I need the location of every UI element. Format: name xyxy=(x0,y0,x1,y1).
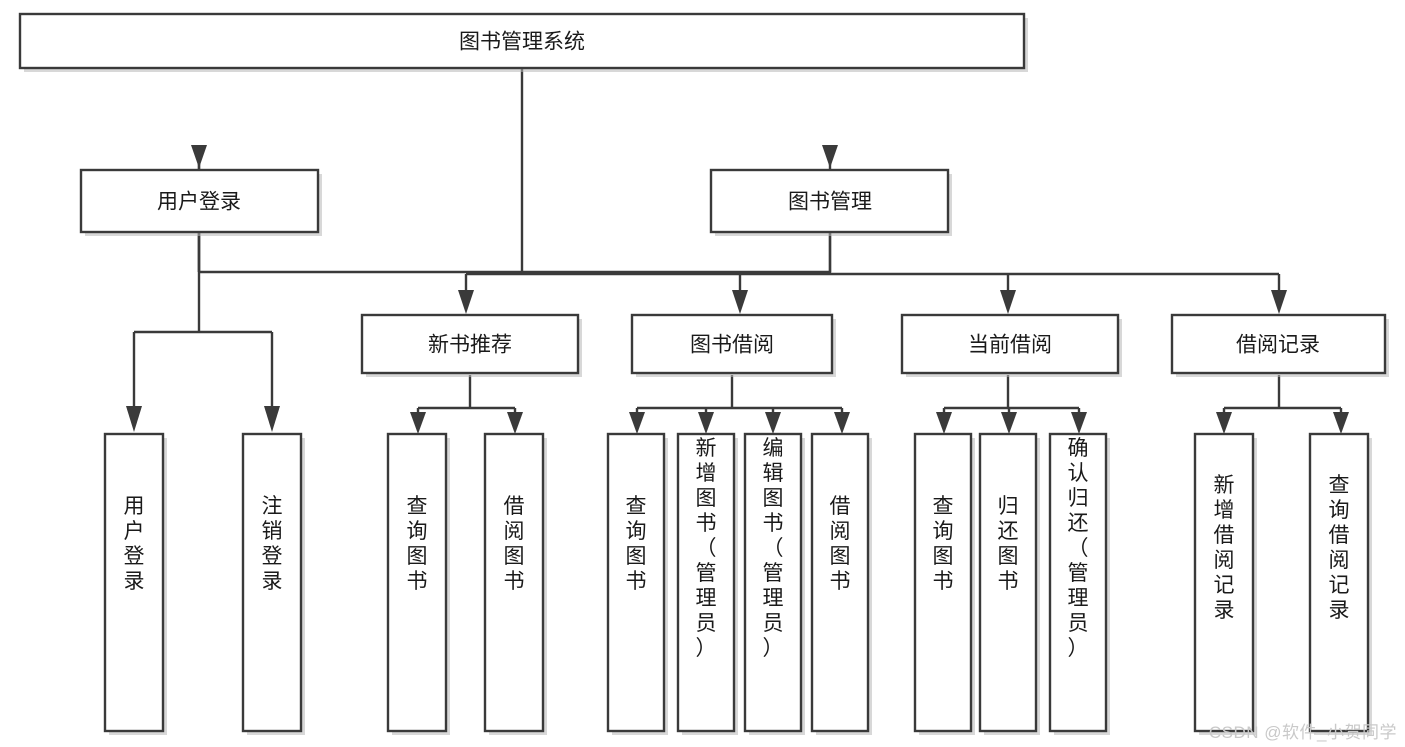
node-leaf-borrow-book-1[interactable]: 借阅图书 xyxy=(483,432,547,735)
node-new-book-recommend[interactable]: 新书推荐 xyxy=(360,313,582,377)
node-user-login-rect xyxy=(79,168,320,234)
connector-group-current-borrow xyxy=(936,375,1087,434)
node-leaf-query-book-2-rect xyxy=(606,432,666,733)
node-leaf-add-book-rect xyxy=(676,432,736,733)
arrow-head-leaf-add-record xyxy=(1216,412,1232,434)
arrow-head-leaf-borrow-book-2 xyxy=(834,412,850,434)
node-leaf-logout-rect xyxy=(241,432,303,733)
node-book-management[interactable]: 图书管理 xyxy=(709,168,952,236)
node-leaf-logout[interactable]: 注销登录 xyxy=(241,432,305,735)
node-leaf-query-book-2[interactable]: 查询图书 xyxy=(606,432,668,735)
node-leaf-query-record-label: 查询借阅记录 xyxy=(1329,474,1350,622)
node-leaf-return-book-label: 归还图书 xyxy=(998,495,1019,593)
node-leaf-query-record[interactable]: 查询借阅记录 xyxy=(1308,432,1372,735)
connector-group-user-login xyxy=(126,232,280,432)
node-leaf-query-book-3-label: 查询图书 xyxy=(933,495,954,593)
node-borrow-record-rect xyxy=(1170,313,1387,375)
arrow-head-leaf-confirm-return xyxy=(1071,412,1087,434)
arrow-head-leaf-query-book-3 xyxy=(936,412,952,434)
node-leaf-query-book-2-label: 查询图书 xyxy=(626,495,647,593)
node-leaf-add-record[interactable]: 新增借阅记录 xyxy=(1193,432,1257,735)
node-leaf-add-book[interactable]: 新增图书（管理员） xyxy=(676,432,738,735)
arrow-head-borrow-record xyxy=(1271,290,1287,314)
node-leaf-query-book-3-rect xyxy=(913,432,973,733)
arrow-head-leaf-logout xyxy=(264,406,280,432)
node-root-rect xyxy=(18,12,1026,70)
node-leaf-borrow-book-1-rect xyxy=(483,432,545,733)
connector-group-new-book-recommend xyxy=(410,375,523,434)
arrow-head-leaf-borrow-book-1 xyxy=(507,412,523,434)
node-leaf-query-book-3[interactable]: 查询图书 xyxy=(913,432,975,735)
node-current-borrow-label: 当前借阅 xyxy=(968,334,1052,357)
node-leaf-confirm-return[interactable]: 确认归还（管理员） xyxy=(1048,432,1110,735)
arrow-head-user-login xyxy=(191,145,207,168)
node-leaf-query-book-1[interactable]: 查询图书 xyxy=(386,432,450,735)
node-leaf-borrow-book-2-label: 借阅图书 xyxy=(830,495,851,593)
arrow-head-current-borrow xyxy=(1000,290,1016,314)
node-leaf-borrow-book-2-rect xyxy=(810,432,870,733)
arrow-head-leaf-edit-book xyxy=(765,412,781,434)
node-leaf-confirm-return-label: 确认归还（管理员） xyxy=(1068,437,1089,660)
arrow-head-leaf-add-book xyxy=(698,412,714,434)
arrow-head-leaf-return-book xyxy=(1001,412,1017,434)
node-root-system[interactable]: 图书管理系统 xyxy=(18,12,1028,72)
arrow-head-leaf-query-book-1 xyxy=(410,412,426,434)
node-leaf-borrow-book-2[interactable]: 借阅图书 xyxy=(810,432,872,735)
node-borrow-record-label: 借阅记录 xyxy=(1236,334,1320,357)
node-user-login[interactable]: 用户登录 xyxy=(79,168,322,236)
node-book-borrow-label: 图书借阅 xyxy=(690,334,774,357)
node-leaf-edit-book[interactable]: 编辑图书（管理员） xyxy=(743,432,805,735)
node-leaf-add-book-label: 新增图书（管理员） xyxy=(696,437,717,660)
node-leaf-add-record-rect xyxy=(1193,432,1255,733)
arrow-head-book-management xyxy=(822,145,838,168)
node-book-management-rect xyxy=(709,168,950,234)
node-book-borrow[interactable]: 图书借阅 xyxy=(630,313,836,377)
node-book-borrow-rect xyxy=(630,313,834,375)
node-leaf-logout-label: 注销登录 xyxy=(262,495,283,593)
arrow-head-leaf-user-login xyxy=(126,406,142,432)
node-leaf-return-book[interactable]: 归还图书 xyxy=(978,432,1040,735)
node-leaf-query-book-1-rect xyxy=(386,432,448,733)
node-leaf-edit-book-rect xyxy=(743,432,803,733)
node-leaf-user-login-label: 用户登录 xyxy=(124,495,145,593)
node-new-book-recommend-label: 新书推荐 xyxy=(428,334,512,357)
node-leaf-edit-book-label: 编辑图书（管理员） xyxy=(763,437,784,660)
node-leaf-add-record-label: 新增借阅记录 xyxy=(1214,474,1235,622)
connector-group-borrow-record xyxy=(1216,375,1349,434)
node-leaf-user-login-rect xyxy=(103,432,165,733)
arrow-head-book-borrow xyxy=(732,290,748,314)
node-borrow-record[interactable]: 借阅记录 xyxy=(1170,313,1389,377)
arrow-head-leaf-query-record xyxy=(1333,412,1349,434)
node-leaf-user-login[interactable]: 用户登录 xyxy=(103,432,167,735)
arrow-head-new-book-recommend xyxy=(458,290,474,314)
node-leaf-return-book-rect xyxy=(978,432,1038,733)
node-user-login-label: 用户登录 xyxy=(157,191,241,214)
connector-group-book-borrow xyxy=(629,375,850,434)
connector-group-book-management xyxy=(458,232,1287,314)
node-current-borrow-rect xyxy=(900,313,1120,375)
node-book-management-label: 图书管理 xyxy=(788,191,872,214)
node-leaf-confirm-return-rect xyxy=(1048,432,1108,733)
arrow-head-leaf-query-book-2 xyxy=(629,412,645,434)
node-new-book-recommend-rect xyxy=(360,313,580,375)
node-current-borrow[interactable]: 当前借阅 xyxy=(900,313,1122,377)
node-root-label: 图书管理系统 xyxy=(459,31,585,54)
node-leaf-borrow-book-1-label: 借阅图书 xyxy=(504,495,525,593)
node-leaf-query-record-rect xyxy=(1308,432,1370,733)
node-leaf-query-book-1-label: 查询图书 xyxy=(407,495,428,593)
